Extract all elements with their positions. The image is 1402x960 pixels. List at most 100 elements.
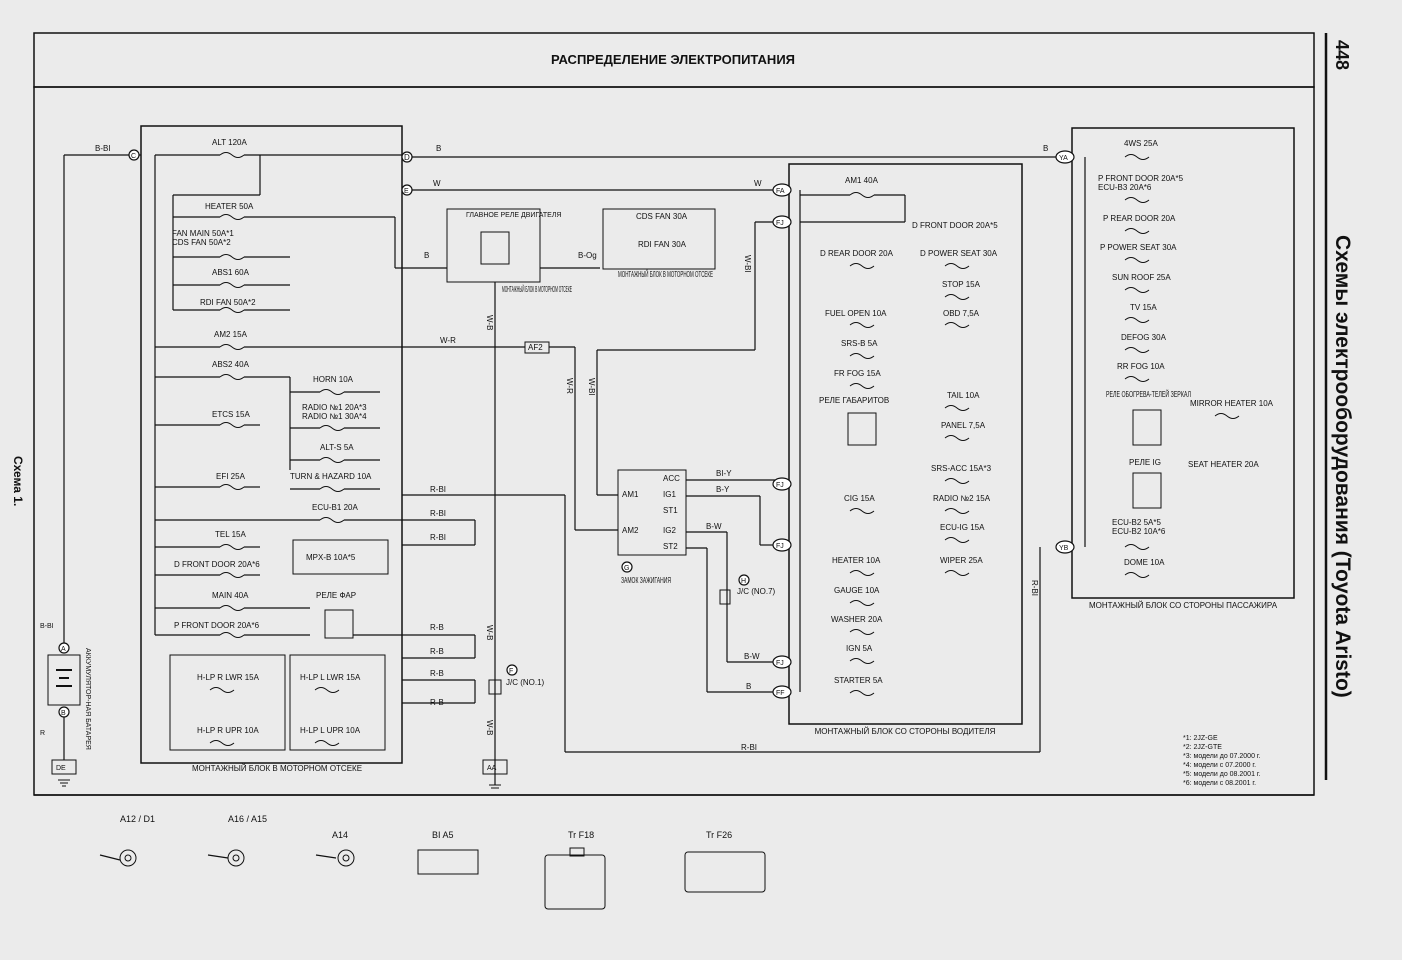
svg-text:РЕЛЕ ГАБАРИТОВ: РЕЛЕ ГАБАРИТОВ [819,396,889,405]
svg-text:MPX-B 10A*5: MPX-B 10A*5 [306,553,356,562]
svg-text:D: D [404,153,410,162]
svg-text:W-B: W-B [485,720,494,735]
svg-text:ЗАМОК ЗАЖИГАНИЯ: ЗАМОК ЗАЖИГАНИЯ [621,576,671,585]
engine-fuse-block [140,125,403,764]
mirror-heater-relay [1132,409,1162,446]
svg-text:РЕЛЕ IG: РЕЛЕ IG [1129,458,1161,467]
svg-text:ACC: ACC [663,474,680,483]
battery-symbol [47,654,81,706]
svg-text:AM2 15A: AM2 15A [214,330,248,339]
svg-text:A16 / A15: A16 / A15 [228,814,267,824]
svg-text:D POWER SEAT 30A: D POWER SEAT 30A [920,249,998,258]
svg-text:WASHER 20A: WASHER 20A [831,615,883,624]
fan-fuse-block [602,208,716,270]
engine-fuses: ALT 120A D HEATER 50A FAN MAIN 50A*1 CDS… [155,138,550,751]
svg-text:D REAR DOOR 20A: D REAR DOOR 20A [820,249,894,258]
svg-text:CDS FAN 50A*2: CDS FAN 50A*2 [172,238,231,247]
svg-text:A: A [61,646,66,653]
svg-text:DOME 10A: DOME 10A [1124,558,1165,567]
svg-text:D FRONT DOOR 20A*5: D FRONT DOOR 20A*5 [912,221,998,230]
svg-text:P FRONT DOOR 20A*5: P FRONT DOOR 20A*5 [1098,174,1184,183]
svg-text:P FRONT DOOR 20A*6: P FRONT DOOR 20A*6 [174,621,260,630]
page-title: РАСПРЕДЕЛЕНИЕ ЭЛЕКТРОПИТАНИЯ [551,52,795,67]
svg-text:FAN MAIN 50A*1: FAN MAIN 50A*1 [172,229,234,238]
svg-text:DE: DE [56,765,66,772]
svg-text:B: B [436,144,441,153]
svg-text:SEAT HEATER 20A: SEAT HEATER 20A [1188,460,1259,469]
svg-text:Tr F18: Tr F18 [568,830,594,840]
svg-text:*4: модели с 07.2000 г.: *4: модели с 07.2000 г. [1183,762,1256,769]
svg-text:CIG 15A: CIG 15A [844,494,875,503]
svg-text:R-BI: R-BI [430,485,446,494]
svg-text:OBD 7,5A: OBD 7,5A [943,309,980,318]
svg-text:TAIL 10A: TAIL 10A [947,391,980,400]
svg-text:РЕЛЕ ФАР: РЕЛЕ ФАР [316,591,356,600]
svg-text:W-R: W-R [440,336,456,345]
svg-text:R-B: R-B [430,623,444,632]
svg-text:ETCS 15A: ETCS 15A [212,410,250,419]
svg-text:R-B: R-B [430,669,444,678]
svg-text:TV 15A: TV 15A [1130,303,1157,312]
svg-text:STARTER 5A: STARTER 5A [834,676,883,685]
svg-text:H: H [741,578,746,585]
svg-text:DEFOG 30A: DEFOG 30A [1121,333,1167,342]
svg-text:W: W [754,179,762,188]
svg-text:SRS-B 5A: SRS-B 5A [841,339,878,348]
svg-text:HORN 10A: HORN 10A [313,375,354,384]
passenger-fuse-block [1071,127,1295,599]
svg-text:B: B [61,710,66,717]
svg-text:EFI 25A: EFI 25A [216,472,246,481]
svg-text:J/C (NO.7): J/C (NO.7) [737,587,776,596]
svg-text:ST1: ST1 [663,506,678,515]
passenger-fuses: 4WS 25A P FRONT DOOR 20A*5 ECU-B3 20A*6 … [1098,139,1274,578]
svg-text:P REAR DOOR 20A: P REAR DOOR 20A [1103,214,1176,223]
svg-text:A14: A14 [332,830,348,840]
svg-text:AA: AA [487,765,497,772]
svg-text:RADIO №1 20A*3: RADIO №1 20A*3 [302,403,367,412]
svg-text:MIRROR HEATER 10A: MIRROR HEATER 10A [1190,399,1274,408]
svg-text:C: C [131,153,136,160]
svg-text:TURN & HAZARD 10A: TURN & HAZARD 10A [290,472,372,481]
engine-block-caption: МОНТАЖНЫЙ БЛОК В МОТОРНОМ ОТСЕКЕ [192,764,362,773]
svg-text:AM1 40A: AM1 40A [845,176,879,185]
battery-label: АККУМУЛЯТОР-НАЯ БАТАРЕЯ [84,648,91,750]
svg-text:R: R [40,730,45,737]
passenger-block-caption: МОНТАЖНЫЙ БЛОК СО СТОРОНЫ ПАССАЖИРА [1089,601,1278,610]
svg-text:*6: модели с 08.2001 г.: *6: модели с 08.2001 г. [1183,780,1256,787]
svg-text:RDI FAN 50A*2: RDI FAN 50A*2 [200,298,256,307]
svg-text:W: W [433,179,441,188]
svg-text:R-BI: R-BI [430,533,446,542]
svg-text:SRS-ACC 15A*3: SRS-ACC 15A*3 [931,464,992,473]
svg-text:IG1: IG1 [663,490,676,499]
svg-text:WIPER 25A: WIPER 25A [940,556,983,565]
svg-text:AM2: AM2 [622,526,639,535]
svg-text:ECU-B2 5A*5: ECU-B2 5A*5 [1112,518,1161,527]
svg-text:H-LP L LWR 15A: H-LP L LWR 15A [300,673,361,682]
svg-text:HEATER 50A: HEATER 50A [205,202,254,211]
svg-text:W-BI: W-BI [587,378,596,396]
svg-text:RDI FAN 30A: RDI FAN 30A [638,240,687,249]
svg-text:R-B: R-B [430,647,444,656]
svg-text:G: G [624,565,629,572]
headlight-relay [324,609,354,639]
svg-text:ABS1 60A: ABS1 60A [212,268,250,277]
ig-relay [1132,472,1162,509]
svg-text:IG2: IG2 [663,526,676,535]
svg-text:FR FOG 15A: FR FOG 15A [834,369,881,378]
wire-label-b-bi: B-BI [95,144,111,153]
svg-text:R-BI: R-BI [1030,580,1039,596]
svg-text:H-LP L UPR 10A: H-LP L UPR 10A [300,726,361,735]
svg-text:ECU-B1 20A: ECU-B1 20A [312,503,358,512]
svg-text:ECU-B2 10A*6: ECU-B2 10A*6 [1112,527,1166,536]
svg-text:FUEL OPEN 10A: FUEL OPEN 10A [825,309,887,318]
svg-text:J/C (NO.1): J/C (NO.1) [506,678,545,687]
svg-text:РЕЛЕ ОБОГРЕВА-ТЕЛЕЙ ЗЕРКАЛ: РЕЛЕ ОБОГРЕВА-ТЕЛЕЙ ЗЕРКАЛ [1106,390,1191,399]
svg-text:ГЛАВНОЕ РЕЛЕ ДВИГАТЕЛЯ: ГЛАВНОЕ РЕЛЕ ДВИГАТЕЛЯ [466,212,561,219]
svg-text:B: B [1043,144,1048,153]
svg-text:P POWER SEAT 30A: P POWER SEAT 30A [1100,243,1177,252]
svg-text:4WS 25A: 4WS 25A [1124,139,1158,148]
svg-text:R-BI: R-BI [741,743,757,752]
footnotes: *1: 2JZ-GE *2: 2JZ-GTE *3: модели до 07.… [1183,735,1261,787]
svg-text:Tr F26: Tr F26 [706,830,732,840]
